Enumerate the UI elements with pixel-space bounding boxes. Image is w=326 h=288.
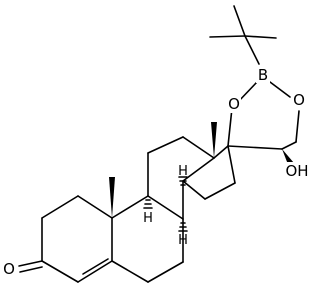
ketone-oxygen-label: O: [3, 260, 15, 278]
boron-mask: [256, 66, 270, 83]
ring-c: [147, 136, 215, 220]
boron-label: B: [258, 66, 268, 84]
ring-a: [41, 177, 115, 283]
hash-bond-c9: [143, 199, 153, 209]
hydroxyl-label: OH: [285, 162, 308, 180]
oxygen-right-mask: [292, 91, 306, 108]
ring-d: [182, 122, 283, 200]
h-label-c9: H: [143, 211, 153, 226]
dioxaborinane-ring: [227, 81, 300, 150]
ring-oxygen-right-label: O: [293, 91, 305, 109]
hash-bond-c8: [178, 176, 188, 186]
oxygen-left-mask: [227, 96, 241, 113]
ring-b: [111, 195, 184, 283]
methyl-wedge-c13: [211, 122, 217, 158]
ketone-bond: [18, 260, 43, 273]
tert-butyl-group: [209, 5, 277, 65]
ketone-oxygen-mask: [2, 260, 16, 278]
hash-bond-c14: [178, 222, 188, 232]
h-label-c8: H: [178, 164, 188, 179]
ring-oxygen-left-label: O: [228, 95, 240, 113]
hydroxyl-mask: [285, 162, 309, 179]
methyl-wedge-c10: [109, 177, 115, 218]
h-label-c14: H: [178, 233, 188, 248]
